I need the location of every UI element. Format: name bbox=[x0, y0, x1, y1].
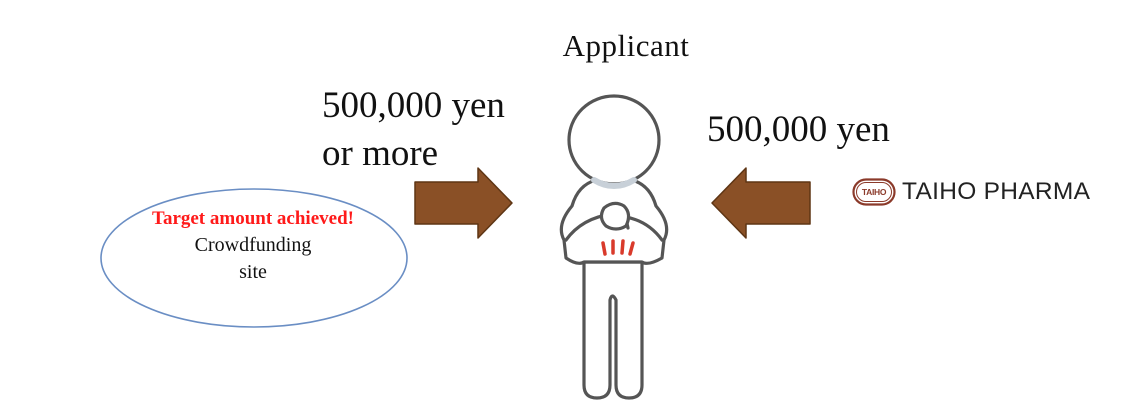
taiho-pharma-name: TAIHO PHARMA bbox=[902, 178, 1091, 205]
arrow-right-icon bbox=[414, 167, 513, 239]
crowdfunding-line1: Crowdfunding bbox=[194, 234, 312, 256]
right-amount-label: 500,000 yen bbox=[707, 109, 890, 150]
emphasis-marks bbox=[601, 239, 635, 256]
left-amount-line2: or more bbox=[322, 133, 439, 174]
taiho-badge-text: TAIHO bbox=[861, 187, 887, 197]
crowdfunding-label: Target amount achieved! Crowdfunding sit… bbox=[108, 205, 398, 286]
left-amount-line1: 500,000 yen bbox=[322, 85, 505, 126]
applicant-title: Applicant bbox=[562, 28, 690, 63]
left-amount-label: 500,000 yen or more bbox=[322, 82, 505, 178]
target-achieved-text: Target amount achieved! bbox=[152, 208, 354, 229]
taiho-pharma-logo: TAIHO TAIHO PHARMA bbox=[852, 172, 1090, 212]
taiho-badge-icon: TAIHO bbox=[852, 178, 896, 206]
arrow-left-icon bbox=[711, 167, 811, 239]
crowdfunding-line2: site bbox=[239, 261, 267, 283]
person-figure-icon bbox=[559, 94, 669, 400]
crowdfunding-ellipse bbox=[100, 188, 408, 328]
